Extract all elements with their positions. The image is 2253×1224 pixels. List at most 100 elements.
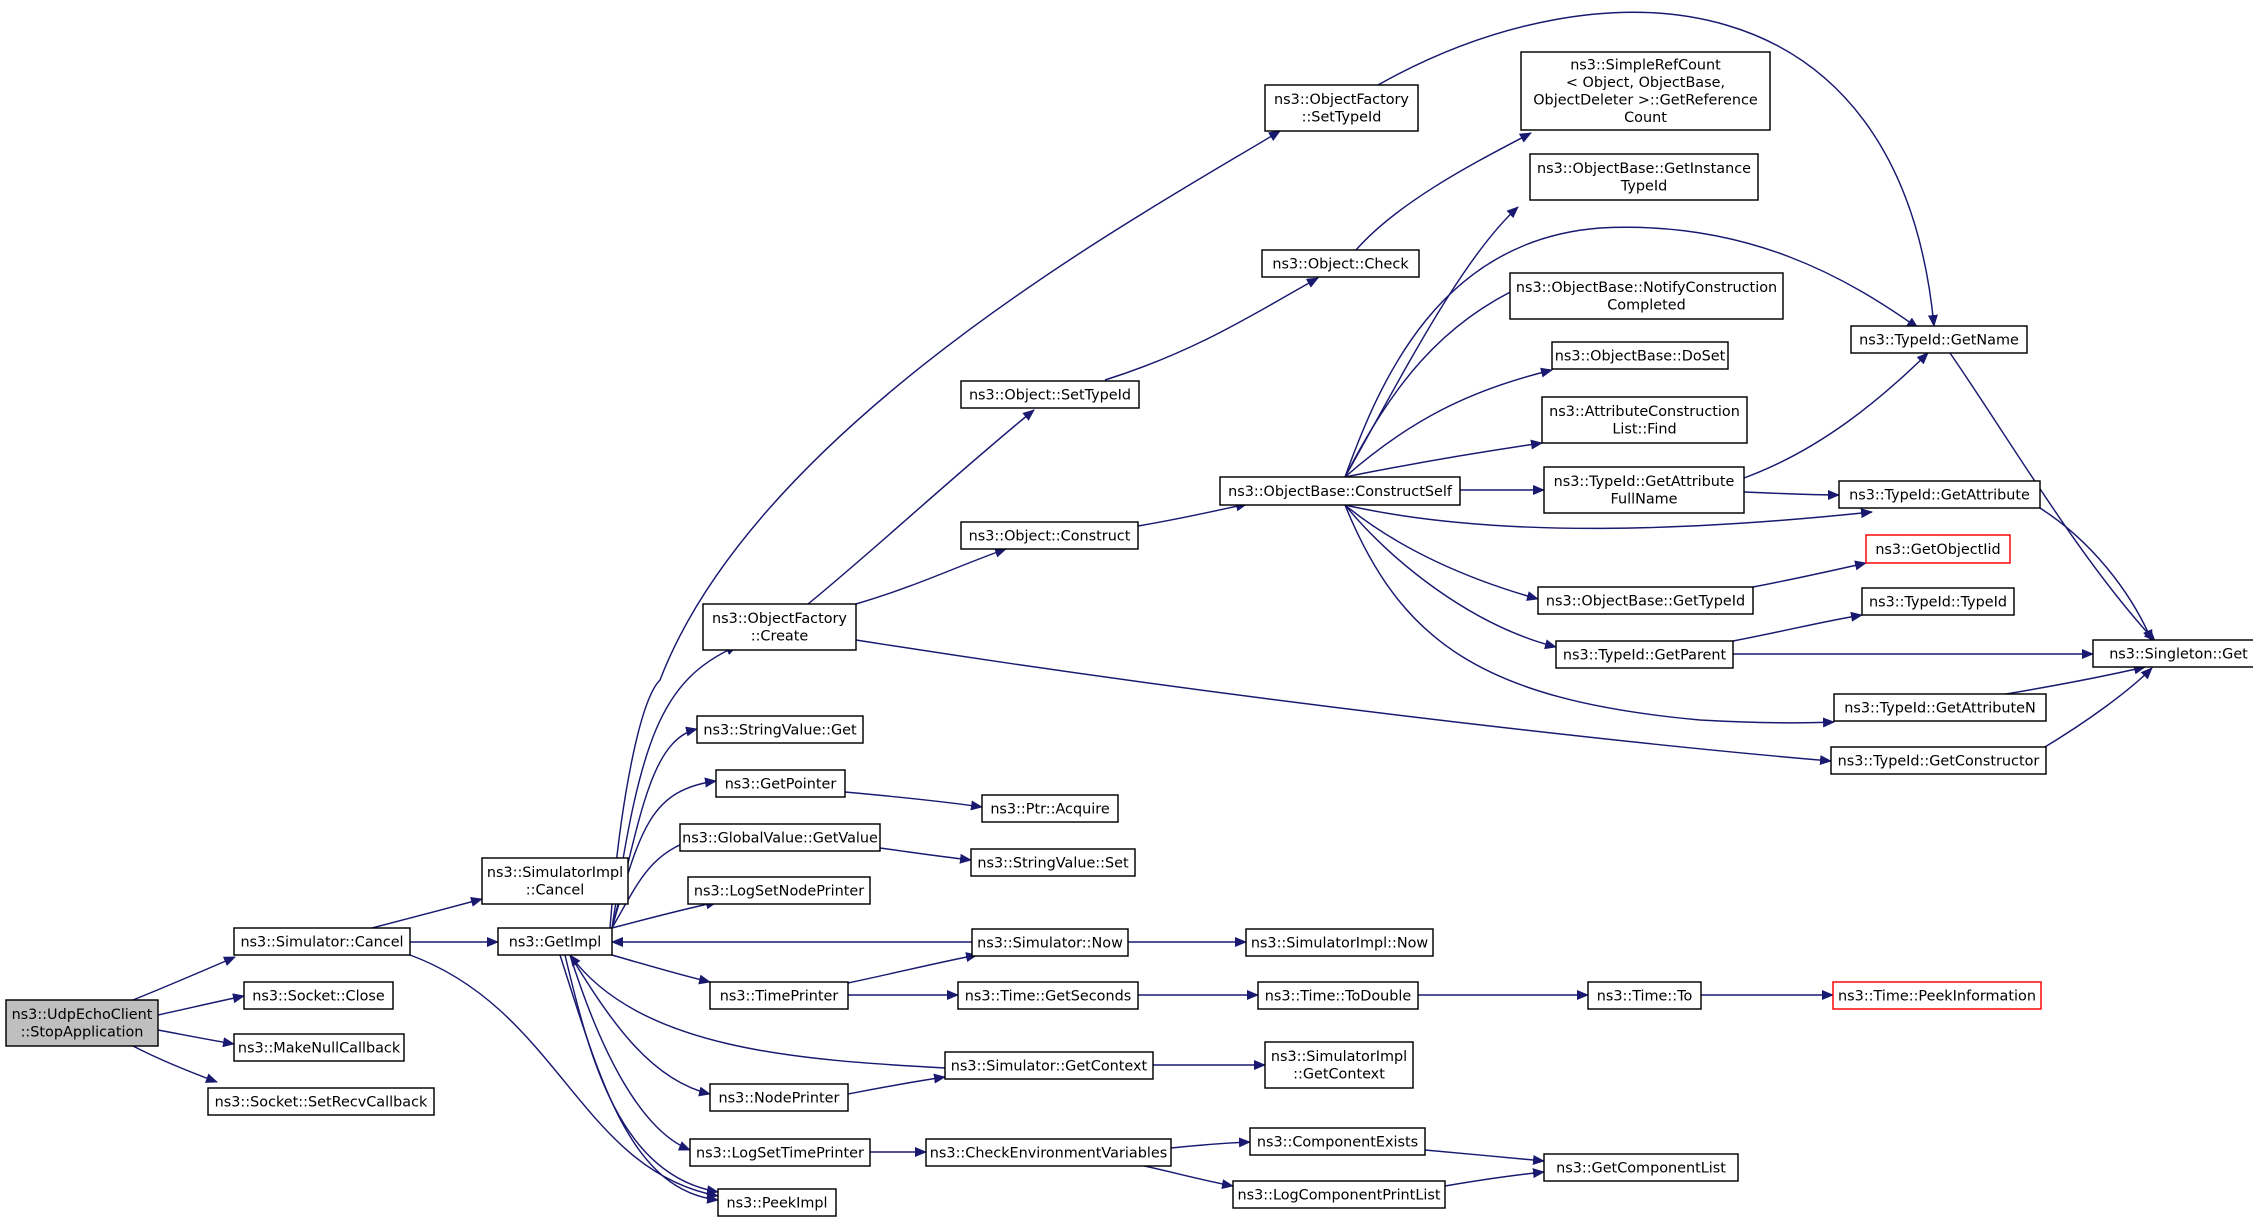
edge-constructself-to-notifyconstruction (1344, 280, 1535, 478)
function-node-getpointer[interactable]: ns3::GetPointer (715, 769, 846, 798)
function-node-timegetseconds[interactable]: ns3::Time::GetSeconds (957, 981, 1139, 1010)
edge-componentexists-to-getcomponentlist (1424, 1149, 1545, 1166)
node-label: ns3::SimpleRefCount (1570, 58, 1721, 74)
function-nodes: ns3::UdpEchoClient::StopApplicationns3::… (5, 51, 2253, 1217)
function-node-checkenv[interactable]: ns3::CheckEnvironmentVariables (925, 1138, 1172, 1167)
node-box (1833, 693, 2047, 722)
function-node-getobjectiid[interactable]: ns3::GetObjectIid (1865, 534, 2011, 564)
node-box (1520, 51, 1771, 131)
edge-globalvalue-to-stringvalue-set (879, 847, 972, 864)
call-edges (132, 11, 2156, 1204)
edge-root-to-makenullcallback (157, 1029, 235, 1048)
function-node-tidgetparent[interactable]: ns3::TypeId::GetParent (1555, 640, 1734, 669)
function-node-ofsettypeid[interactable]: ns3::ObjectFactory::SetTypeId (1264, 84, 1419, 132)
node-label: ns3::Object::Construct (969, 528, 1131, 544)
function-node-timetodouble[interactable]: ns3::Time::ToDouble (1257, 981, 1419, 1010)
function-node-tidgetname[interactable]: ns3::TypeId::GetName (1850, 325, 2028, 354)
edge-constructself-to-attrconstfind (1344, 439, 1543, 478)
node-box (689, 1138, 871, 1167)
edge-constructself-to-typeid-getparent (1344, 504, 1557, 650)
function-node-tidgetattrn[interactable]: ns3::TypeId::GetAttributeN (1833, 693, 2047, 722)
node-box (925, 1138, 1172, 1167)
edge-typeid-getattributen-to-singleton-get (1999, 664, 2146, 696)
function-node-tidtypeid[interactable]: ns3::TypeId::TypeId (1861, 587, 2015, 616)
function-node-timeto[interactable]: ns3::Time::To (1587, 981, 1702, 1010)
function-node-gvgetvalue[interactable]: ns3::GlobalValue::GetValue (679, 823, 881, 852)
edge-getimpl-to-peekimpl-2 (564, 954, 719, 1196)
function-node-constructself[interactable]: ns3::ObjectBase::ConstructSelf (1219, 476, 1461, 506)
function-node-simcancel[interactable]: ns3::Simulator::Cancel (233, 927, 411, 956)
node-label: ns3::TypeId::GetAttribute (1849, 487, 2030, 503)
function-node-simimplnow[interactable]: ns3::SimulatorImpl::Now (1245, 928, 1434, 957)
function-node-root[interactable]: ns3::UdpEchoClient::StopApplication (5, 999, 159, 1047)
node-box (696, 715, 864, 744)
node-label: ::Create (751, 629, 809, 645)
function-node-logcompprint[interactable]: ns3::LogComponentPrintList (1232, 1180, 1446, 1209)
function-node-peekimpl[interactable]: ns3::PeekImpl (717, 1188, 837, 1217)
edge-root-to-socket-close (157, 993, 245, 1016)
edge-typeid-getconstructor-to-singleton-get (2039, 667, 2153, 751)
function-node-obgettypeid[interactable]: ns3::ObjectBase::GetTypeId (1537, 586, 1754, 615)
node-box (1249, 1127, 1426, 1156)
node-box (1529, 153, 1759, 201)
function-node-notifyconst[interactable]: ns3::ObjectBase::NotifyConstructionCompl… (1509, 272, 1784, 320)
node-label: ns3::Time::GetSeconds (965, 988, 1132, 1004)
function-node-tidgetattr[interactable]: ns3::TypeId::GetAttribute (1838, 480, 2041, 509)
function-node-simimplgetcontext[interactable]: ns3::SimulatorImpl::GetContext (1264, 1041, 1414, 1089)
function-node-ptracquire[interactable]: ns3::Ptr::Acquire (981, 794, 1119, 823)
node-box (233, 1033, 405, 1062)
edge-getimpl-to-of-settypeid (609, 130, 1281, 929)
node-box (1509, 272, 1784, 320)
node-label: ::Cancel (526, 883, 584, 899)
function-node-logtimeprinter[interactable]: ns3::LogSetTimePrinter (689, 1138, 871, 1167)
node-label: ns3::TypeId::GetConstructor (1838, 753, 2040, 769)
node-label: ::SetTypeId (1302, 110, 1382, 126)
function-node-simimplcancel[interactable]: ns3::SimulatorImpl::Cancel (481, 857, 629, 905)
node-box (1245, 928, 1434, 957)
function-node-sockclose[interactable]: ns3::Socket::Close (243, 981, 394, 1010)
function-node-getcomplist[interactable]: ns3::GetComponentList (1543, 1153, 1739, 1182)
node-label: ns3::ObjectFactory (1274, 92, 1409, 108)
function-node-setrecv[interactable]: ns3::Socket::SetRecvCallback (207, 1087, 435, 1116)
node-label: ns3::CheckEnvironmentVariables (930, 1145, 1167, 1161)
node-box (1830, 746, 2047, 775)
function-node-makenull[interactable]: ns3::MakeNullCallback (233, 1033, 405, 1062)
node-label: ns3::Time::ToDouble (1265, 988, 1412, 1004)
function-node-doset[interactable]: ns3::ObjectBase::DoSet (1551, 341, 1729, 370)
function-node-objcheck[interactable]: ns3::Object::Check (1261, 249, 1420, 278)
function-node-strset[interactable]: ns3::StringValue::Set (970, 848, 1136, 877)
node-label: ns3::GetPointer (725, 776, 837, 792)
edge-logcomponentprintlist-to-getcomponentlist (1444, 1168, 1545, 1187)
function-node-strget[interactable]: ns3::StringValue::Get (696, 715, 864, 744)
function-node-getimpl[interactable]: ns3::GetImpl (497, 927, 613, 956)
node-box (960, 521, 1139, 550)
node-label: ns3::Socket::SetRecvCallback (215, 1094, 428, 1110)
function-node-nodeprinter[interactable]: ns3::NodePrinter (709, 1083, 849, 1112)
function-node-peekinfo[interactable]: ns3::Time::PeekInformation (1832, 981, 2042, 1010)
function-node-simnow[interactable]: ns3::Simulator::Now (971, 928, 1129, 957)
edge-typeid-getname-to-singleton-get (1949, 352, 2156, 642)
function-node-objconstruct[interactable]: ns3::Object::Construct (960, 521, 1139, 550)
function-node-compexists[interactable]: ns3::ComponentExists (1249, 1127, 1426, 1156)
node-label: ns3::Simulator::Cancel (240, 934, 403, 950)
node-box (481, 857, 629, 905)
function-node-timeprinter[interactable]: ns3::TimePrinter (709, 981, 849, 1010)
function-node-ofcreate[interactable]: ns3::ObjectFactory::Create (702, 603, 857, 651)
function-node-getrefcount[interactable]: ns3::SimpleRefCount< Object, ObjectBase,… (1520, 51, 1771, 131)
node-box (1555, 640, 1734, 669)
edge-checkenv-to-logcomponentprintlist (1139, 1164, 1234, 1190)
node-box (970, 848, 1136, 877)
function-node-objsettypeid[interactable]: ns3::Object::SetTypeId (960, 380, 1140, 409)
node-label: ns3::TypeId::GetName (1859, 332, 2019, 348)
node-label: ns3::ObjectFactory (712, 611, 847, 627)
node-box (1865, 534, 2011, 564)
function-node-lognodeprinter[interactable]: ns3::LogSetNodePrinter (687, 876, 871, 905)
node-box (1543, 1153, 1739, 1182)
function-node-simgetcontext[interactable]: ns3::Simulator::GetContext (944, 1051, 1154, 1080)
function-node-singletonget[interactable]: ns3::Singleton::Get (2092, 639, 2253, 668)
node-label: ns3::SimulatorImpl (487, 865, 623, 881)
function-node-tidgetconstructor[interactable]: ns3::TypeId::GetConstructor (1830, 746, 2047, 775)
